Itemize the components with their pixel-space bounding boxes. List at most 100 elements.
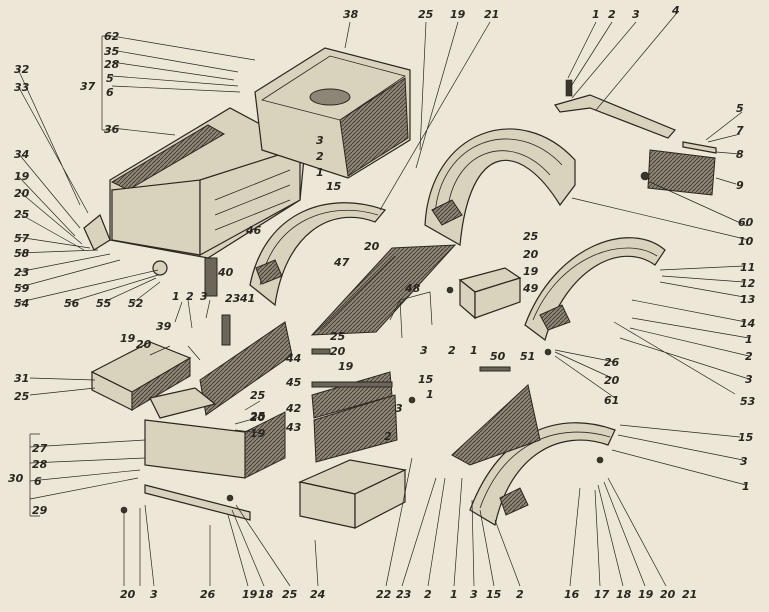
- rear-fender-right: [524, 237, 666, 342]
- label-52: 52: [128, 297, 144, 310]
- strip-50: [479, 366, 511, 372]
- label-19c: 19: [14, 170, 30, 183]
- label-20a: 20: [604, 374, 620, 387]
- label-17: 17: [594, 588, 610, 601]
- label-53: 53: [740, 395, 756, 408]
- box-31-front: [131, 357, 191, 411]
- label-2d: 2: [384, 430, 392, 443]
- label-2e: 2: [448, 344, 456, 357]
- fuel-tank: [254, 47, 411, 179]
- label-20h: 20: [660, 588, 676, 601]
- battery-box-31: [90, 341, 192, 411]
- label-3e: 3: [420, 344, 428, 357]
- tool-box-24: [298, 459, 407, 529]
- label-3h: 3: [316, 134, 324, 147]
- label-30: 30: [8, 472, 24, 485]
- label-8: 8: [736, 148, 744, 161]
- side-panel-41: [199, 321, 293, 416]
- label-1f: 1: [742, 480, 750, 493]
- label-15b: 15: [738, 431, 754, 444]
- label-3b: 3: [745, 373, 753, 386]
- label-19b: 19: [450, 8, 466, 21]
- label-1e: 1: [470, 344, 478, 357]
- label-7a: 7: [736, 124, 744, 137]
- tank-side-panel: [339, 77, 409, 177]
- label-20e: 20: [330, 345, 346, 358]
- cover-strip: [682, 141, 717, 154]
- label-26a: 26: [604, 356, 620, 369]
- label-18b: 18: [616, 588, 632, 601]
- panel-47: [310, 244, 457, 336]
- callout-labels: 1 2 3 4 5 7 8 9 60 10 11 12 13 14 1 2 3 …: [8, 4, 756, 601]
- label-33: 33: [14, 81, 30, 94]
- label-25g: 25: [250, 410, 266, 423]
- panel-41: [199, 321, 293, 416]
- label-43: 43: [285, 421, 302, 434]
- label-50: 50: [490, 350, 506, 363]
- label-34: 34: [14, 148, 29, 161]
- side-panel-51: [451, 384, 541, 466]
- label-27: 27: [32, 442, 48, 455]
- label-31: 31: [14, 372, 29, 385]
- label-19h: 19: [638, 588, 654, 601]
- label-29: 29: [32, 504, 48, 517]
- hood-grille-face: [111, 179, 201, 256]
- label-40: 40: [217, 266, 234, 279]
- label-24: 24: [310, 588, 325, 601]
- label-28b: 28: [32, 458, 48, 471]
- hood-top-panel: [110, 124, 226, 191]
- label-5a: 5: [736, 102, 744, 115]
- nut-25-icon: [446, 286, 454, 294]
- label-4: 4: [671, 4, 680, 17]
- label-21b: 21: [682, 588, 697, 601]
- label-25f: 25: [14, 390, 30, 403]
- bottom-rail-26: [144, 484, 251, 521]
- label-23c: 23: [396, 588, 412, 601]
- label-59: 59: [14, 282, 30, 295]
- label-28a: 28: [104, 58, 120, 71]
- grille-27-top: [149, 387, 217, 419]
- bracket-48-frame: [389, 291, 433, 339]
- strip-45: [311, 381, 393, 388]
- clamp-54: [152, 260, 168, 276]
- fender-46-step: [255, 259, 283, 285]
- callout-bracket-37: [101, 35, 112, 131]
- label-20d: 20: [364, 240, 380, 253]
- label-1d: 1: [426, 388, 434, 401]
- label-3d: 3: [395, 402, 403, 415]
- step-box: [458, 267, 522, 320]
- label-2f: 2: [424, 588, 432, 601]
- label-39: 39: [156, 320, 172, 333]
- panel-43: [313, 394, 398, 463]
- label-18a: 18: [258, 588, 274, 601]
- bracket-37-line: [101, 35, 112, 131]
- label-36: 36: [104, 123, 120, 136]
- label-54: 54: [14, 297, 29, 310]
- fender-10-ribs: [434, 138, 563, 216]
- hood-side: [199, 147, 301, 257]
- label-42: 42: [285, 402, 302, 415]
- tank-top: [261, 55, 406, 121]
- label-20f: 20: [136, 338, 152, 351]
- label-21a: 21: [484, 8, 499, 21]
- label-19a: 19: [523, 265, 539, 278]
- label-23a: 23: [14, 266, 30, 279]
- fender-14-shell: [524, 237, 666, 342]
- label-45: 45: [285, 376, 302, 389]
- label-25i: 20: [120, 588, 136, 601]
- leaders: [17, 13, 750, 587]
- label-15d: 15: [326, 180, 342, 193]
- label-49: 49: [522, 282, 539, 295]
- label-61: 61: [604, 394, 619, 407]
- label-60: 60: [738, 216, 754, 229]
- fender-16-step: [499, 487, 529, 516]
- bolt-60-icon: [640, 171, 650, 181]
- label-15c: 15: [486, 588, 502, 601]
- label-41: 41: [239, 292, 255, 305]
- fender-14-rib: [532, 247, 658, 321]
- label-1h: 1: [316, 166, 324, 179]
- label-2h: 2: [316, 150, 324, 163]
- label-57: 57: [14, 232, 30, 245]
- label-3g: 3: [470, 588, 478, 601]
- label-2c: 2: [186, 290, 194, 303]
